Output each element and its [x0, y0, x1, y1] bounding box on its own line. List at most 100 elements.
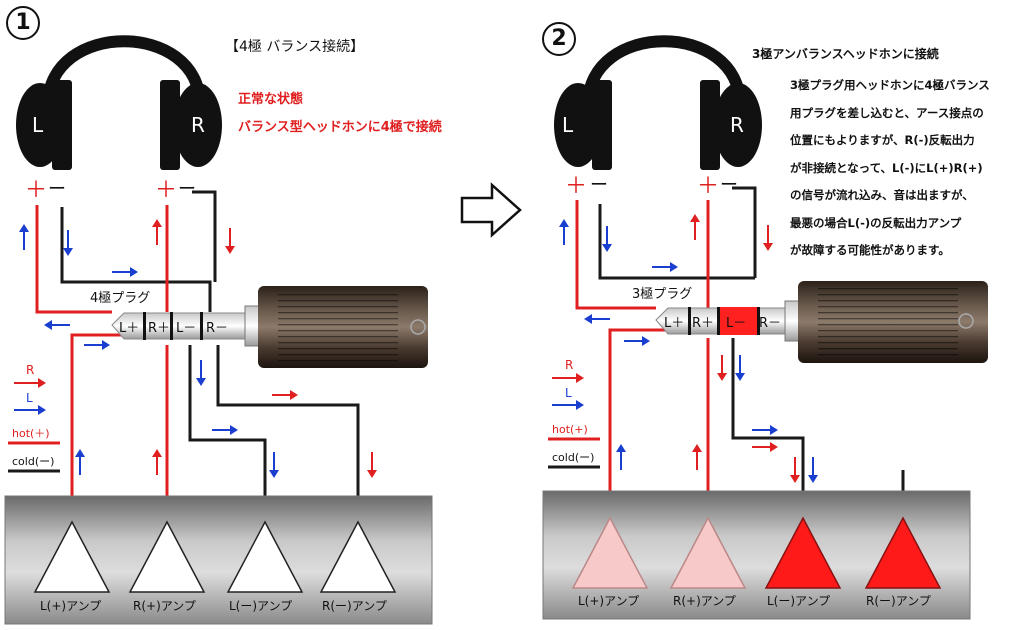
- arrow-right-icon: [112, 267, 138, 277]
- arrow-up-icon: [75, 449, 85, 475]
- arrow-down-icon: [790, 457, 800, 483]
- plug-segment-lplus: L＋: [119, 321, 139, 336]
- amp-triangle-rplus: [128, 520, 206, 593]
- plug-label: 3極プラグ: [632, 286, 692, 302]
- wires-2: [575, 186, 905, 520]
- right-plus-sign: ＋: [697, 174, 719, 199]
- panel-1-number: 1: [6, 6, 40, 40]
- arrow-right-icon: [624, 336, 650, 346]
- arrow-right-icon: [552, 400, 584, 410]
- description-line: が非接続となって、L(-)にL(+)R(+): [790, 160, 983, 175]
- arrow-up-icon: [152, 219, 162, 245]
- plug-segment-rminus: R－: [206, 321, 228, 336]
- arrow-down-icon: [602, 226, 612, 252]
- amp-triangle-rplus: [669, 516, 747, 589]
- plug-segment-lminus: L－: [726, 316, 746, 331]
- arrow-down-icon: [269, 452, 279, 478]
- panel-2: L R ＋ ー ＋ ー 3極プラグ L＋ R＋: [542, 35, 988, 620]
- arrow-up-icon: [19, 224, 29, 250]
- panel-2-number: 2: [542, 22, 576, 56]
- arrow-right-icon: [84, 340, 110, 350]
- description-line: 用プラグを差し込むと、アース接点の: [790, 105, 984, 120]
- arrow-right-icon: [652, 262, 678, 272]
- earcup-right-label: R: [730, 113, 744, 137]
- arrow-down-icon: [717, 355, 727, 381]
- plug-segment-rplus: R＋: [692, 316, 714, 331]
- flow-arrows-2: [559, 214, 818, 483]
- arrow-left-icon: [44, 320, 70, 330]
- panel-1-status: 正常な状態: [238, 92, 304, 107]
- arrow-right-icon: [212, 425, 238, 435]
- headphone-2: [554, 35, 762, 170]
- arrow-right-icon: [752, 442, 778, 452]
- amp-label-lminus: L(ー)アンプ: [767, 594, 830, 608]
- right-minus-sign: ー: [178, 179, 196, 200]
- wires-1: [35, 190, 360, 520]
- plug-segment-rminus: R－: [759, 316, 781, 331]
- flow-arrows-1: [19, 219, 377, 478]
- next-arrow-icon: [460, 182, 522, 238]
- arrow-down-icon: [225, 228, 235, 254]
- right-plus-sign: ＋: [155, 178, 177, 203]
- arrow-down-icon: [735, 355, 745, 381]
- legend-l-label: L: [565, 386, 572, 400]
- amp-triangle-lminus: [764, 516, 842, 589]
- description-line: 位置にもよりますが、R(-)反転出力: [790, 133, 975, 147]
- left-plus-sign: ＋: [25, 178, 47, 203]
- plug-3pole: [655, 281, 988, 363]
- amp-label-lminus: L(ー)アンプ: [229, 599, 292, 613]
- plug-4pole: [111, 286, 428, 368]
- left-minus-sign: ー: [48, 179, 66, 200]
- left-plus-sign: ＋: [565, 174, 587, 199]
- amp-triangle-lminus: [226, 520, 304, 593]
- legend-r-label: R: [26, 363, 34, 377]
- arrow-right-icon: [14, 405, 46, 415]
- panel-1-title: 【4極 バランス接続】: [225, 39, 365, 55]
- legend-cold-label: cold(ー): [12, 455, 54, 468]
- legend-2: [548, 373, 600, 469]
- description-line: が故障する可能性があります。: [790, 243, 950, 257]
- legend-hot-label: hot(＋): [12, 427, 50, 440]
- legend-l-label: L: [26, 391, 33, 405]
- panel-1-status-detail: バランス型ヘッドホンに4極で接続: [238, 120, 442, 135]
- arrow-up-icon: [616, 444, 626, 470]
- arrow-down-icon: [196, 360, 206, 386]
- arrow-down-icon: [367, 452, 377, 478]
- arrow-right-icon: [752, 425, 778, 435]
- amp-triangle-lplus: [571, 516, 649, 589]
- arrow-right-icon: [272, 390, 298, 400]
- amp-label-lplus: L(+)アンプ: [578, 594, 639, 608]
- headphone-1: [16, 35, 222, 170]
- amp-triangle-rminus: [319, 520, 397, 593]
- earcup-left-label: L: [562, 113, 574, 137]
- arrow-up-icon: [692, 444, 702, 470]
- earcup-left-label: L: [32, 113, 44, 137]
- amp-triangle-lplus: [33, 520, 111, 593]
- legend-r-label: R: [565, 358, 573, 372]
- legend-1: [8, 378, 60, 473]
- amp-label-lplus: L(+)アンプ: [40, 599, 101, 613]
- arrow-down-icon: [63, 230, 73, 256]
- arrow-left-icon: [584, 314, 610, 324]
- arrow-up-icon: [152, 449, 162, 475]
- amp-label-rplus: R(+)アンプ: [133, 599, 196, 613]
- amp-triangle-rminus: [864, 516, 942, 589]
- description-line: 最悪の場合L(-)の反転出力アンプ: [790, 215, 962, 230]
- arrow-down-icon: [808, 457, 818, 483]
- arrow-up-icon: [690, 214, 700, 240]
- description-line: の信号が流れ込み、音は出ますが、: [790, 188, 974, 202]
- amp-label-rminus: R(ー)アンプ: [866, 594, 931, 608]
- plug-label: 4極プラグ: [90, 290, 150, 306]
- amp-label-rplus: R(+)アンプ: [673, 594, 736, 608]
- description-line: 3極プラグ用ヘッドホンに4極バランス: [790, 78, 990, 92]
- legend-hot-label: hot(+): [552, 423, 588, 436]
- panel-2-title: 3極アンバランスヘッドホンに接続: [752, 47, 939, 61]
- arrow-right-icon: [552, 373, 584, 383]
- right-minus-sign: ー: [720, 175, 738, 196]
- plug-segment-rplus: R＋: [148, 321, 170, 336]
- amp-label-rminus: R(ー)アンプ: [322, 599, 387, 613]
- legend-cold-label: cold(ー): [552, 451, 594, 464]
- arrow-down-icon: [763, 225, 773, 251]
- arrow-right-icon: [14, 378, 46, 388]
